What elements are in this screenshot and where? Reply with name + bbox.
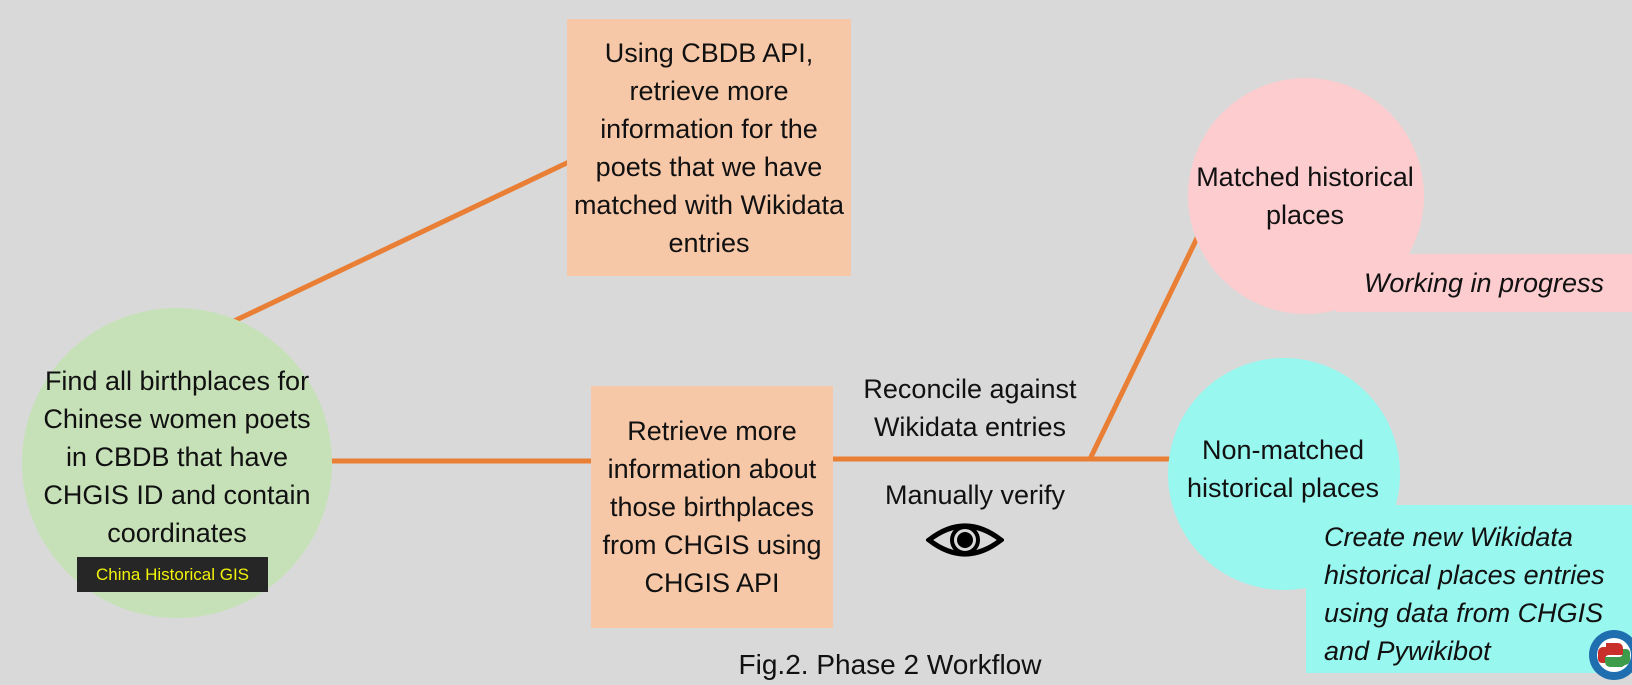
matched-note-box: Working in progress	[1336, 254, 1632, 312]
matched-places-text: Matched historical places	[1196, 162, 1414, 230]
matched-note-text: Working in progress	[1363, 267, 1605, 298]
chgis-step-text: Retrieve more information about those bi…	[602, 416, 822, 598]
start-text: Find all birthplaces for Chinese women p…	[43, 366, 311, 548]
cbdb-step-text: Using CBDB API, retrieve more informatio…	[573, 37, 845, 258]
figure-caption: Fig.2. Phase 2 Workflow	[738, 649, 1042, 680]
nonmatched-note-text: Create new Wikidata historical places en…	[1324, 522, 1605, 666]
connector-split-to-matched	[1087, 232, 1202, 461]
cbdb-step-box: Using CBDB API, retrieve more informatio…	[567, 19, 851, 276]
reconcile-label: Reconcile against Wikidata entries	[863, 374, 1077, 442]
chgis-step-box: Retrieve more information about those bi…	[591, 386, 833, 628]
china-historical-gis-badge: China Historical GIS	[77, 557, 268, 592]
python-gear-icon	[1589, 630, 1632, 680]
eye-icon	[926, 523, 1004, 557]
manual-verify-label: Manually verify	[884, 480, 1066, 510]
nonmatched-places-text: Non-matched historical places	[1186, 435, 1380, 503]
nonmatched-note-box: Create new Wikidata historical places en…	[1306, 505, 1632, 673]
connector-start-to-cbdb	[230, 158, 573, 325]
